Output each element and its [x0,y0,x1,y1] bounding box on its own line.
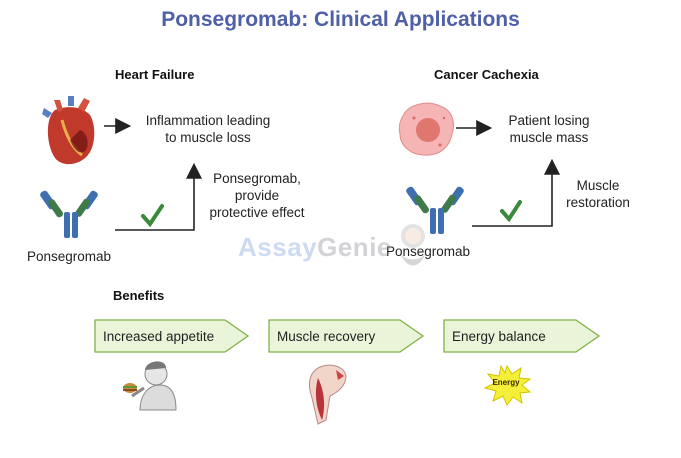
watermark-mascot-icon [400,224,426,266]
hf-effect-line2: provide [234,188,280,203]
cc-effect-text: Muscle restoration [556,177,640,211]
check-icon-cancer-cachexia [500,200,522,223]
benefit-label-appetite: Increased appetite [103,328,215,344]
watermark-logo: AssayGenie [238,232,392,263]
cc-patient-line1: Patient losing [508,113,590,128]
hf-inflammation-line2: to muscle loss [165,130,251,145]
hf-inflammation-text: Inflammation leading to muscle loss [132,112,284,146]
cc-drug-label: Ponsegromab [386,244,471,259]
hf-inflammation-line1: Inflammation leading [145,113,271,128]
hf-rising-arrow [115,162,202,231]
hf-effect-line1: Ponsegromab, [213,171,301,186]
antibody-icon-heart-failure [40,190,98,238]
heart-icon [42,96,95,165]
heart-failure-heading: Heart Failure [115,67,195,82]
benefit-box-appetite [94,319,250,353]
person-eating-icon [123,361,177,411]
benefits-heading: Benefits [113,288,165,303]
energy-burst-text: Energy [492,378,520,387]
benefit-label-energy: Energy balance [452,328,546,344]
benefit-box-energy [443,319,601,353]
energy-burst-icon [483,364,532,406]
arm-muscle-icon [309,364,347,425]
benefit-box-muscle [268,319,425,353]
watermark-part2: Genie [317,232,392,262]
cc-patient-line2: muscle mass [509,130,589,145]
antibody-icon-cancer-cachexia [406,186,464,234]
hf-effect-text: Ponsegromab, provide protective effect [196,170,318,221]
cc-patient-text: Patient losing muscle mass [494,112,604,146]
cc-effect-line1: Muscle [576,178,620,193]
cancer-cell-icon [398,102,454,156]
page-title: Ponsegromab: Clinical Applications [161,8,520,31]
cc-rising-arrow [472,158,560,227]
hf-drug-label: Ponsegromab [27,249,112,264]
cancer-cachexia-heading: Cancer Cachexia [434,67,539,82]
check-icon-heart-failure [141,204,164,228]
hf-effect-line3: protective effect [209,205,305,220]
watermark-part1: Assay [238,232,318,262]
cc-effect-line2: restoration [566,195,630,210]
benefit-label-muscle: Muscle recovery [277,328,376,344]
